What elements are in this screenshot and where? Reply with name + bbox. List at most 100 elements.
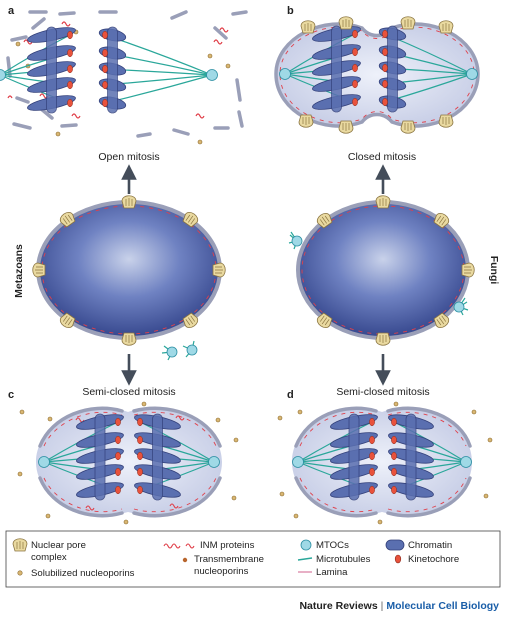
kinetochore bbox=[115, 467, 121, 477]
legend-mtoc-icon bbox=[300, 539, 312, 551]
kinetochore bbox=[115, 417, 121, 427]
soluble-nucleoporins-c bbox=[17, 401, 239, 525]
panel-d-caption: Semi-closed mitosis bbox=[336, 386, 429, 398]
metazoan-free-mtocs bbox=[161, 340, 198, 361]
kinetochore bbox=[391, 451, 397, 461]
kinetochore bbox=[67, 30, 73, 40]
metazoans-label: Metazoans bbox=[13, 244, 25, 298]
legend-kinetochore-icon bbox=[394, 554, 402, 564]
nuclear-pore-complex-icon bbox=[433, 212, 450, 229]
chromatin-arm bbox=[107, 26, 118, 114]
semi-closed-spindle-c bbox=[38, 413, 220, 501]
kinetochore bbox=[391, 485, 397, 495]
panel-c-letter: c bbox=[8, 389, 14, 401]
closed-mitosis-illustration bbox=[274, 16, 480, 134]
nuclear-pore-complex-icon bbox=[182, 312, 199, 329]
semi-closed-mitosis-fungal bbox=[277, 401, 493, 525]
nuclear-pore-complex-icon bbox=[12, 538, 28, 552]
nuclear-pore-complex-icon bbox=[316, 212, 333, 229]
kinetochore bbox=[137, 451, 143, 461]
free-soluble-nucleoporins bbox=[15, 29, 231, 145]
legend-lamina: Lamina bbox=[316, 567, 348, 578]
legend: Nuclear pore complex Solubilized nucleop… bbox=[5, 530, 501, 588]
kinetochore bbox=[67, 48, 73, 58]
kinetochore bbox=[352, 97, 358, 107]
kinetochore bbox=[115, 485, 121, 495]
legend-microtubules: Microtubules bbox=[316, 554, 371, 565]
legend-chromatin-icon bbox=[385, 539, 405, 551]
legend-frame bbox=[5, 530, 501, 588]
panel-a-letter: a bbox=[8, 5, 15, 17]
nuclear-pore-complex-icon bbox=[212, 262, 226, 278]
panel-a-caption: Open mitosis bbox=[98, 151, 159, 163]
kinetochore bbox=[102, 80, 108, 90]
nuclear-pore-complex-icon bbox=[300, 20, 316, 34]
kinetochore bbox=[369, 485, 375, 495]
nuclear-pore-complex-icon bbox=[316, 312, 333, 329]
chromatin-arm bbox=[387, 25, 398, 113]
kinetochore bbox=[391, 467, 397, 477]
panel-c-caption: Semi-closed mitosis bbox=[82, 386, 175, 398]
panel-b-letter: b bbox=[287, 5, 294, 17]
kinetochore bbox=[67, 64, 73, 74]
nuclear-pore-complex-icon bbox=[59, 211, 76, 228]
legend-inm: INM proteins bbox=[200, 540, 255, 551]
metazoan-npcs bbox=[32, 195, 226, 346]
chromatin-arm bbox=[152, 413, 163, 501]
fungal-npcs bbox=[316, 195, 475, 346]
kinetochore bbox=[102, 30, 108, 40]
open-mitosis-spindle bbox=[0, 26, 218, 114]
semi-closed-spindle-d bbox=[292, 413, 472, 501]
kinetochore bbox=[102, 64, 108, 74]
kinetochore bbox=[115, 435, 121, 445]
legend-mtoc: MTOCs bbox=[316, 540, 349, 551]
kinetochore bbox=[102, 98, 108, 108]
mtoc bbox=[0, 69, 6, 81]
nuclear-pore-complex-icon bbox=[438, 20, 454, 34]
kinetochore bbox=[352, 63, 358, 73]
kinetochore bbox=[352, 29, 358, 39]
nuclear-pore-complex-icon bbox=[298, 114, 314, 128]
credit-publisher: Nature Reviews bbox=[299, 600, 378, 612]
kinetochore bbox=[102, 48, 108, 58]
legend-npc-line2: complex bbox=[31, 552, 67, 563]
credit-separator: | bbox=[380, 600, 384, 612]
panel-b-caption: Closed mitosis bbox=[348, 151, 416, 163]
nuclear-pore-complex-icon bbox=[375, 332, 391, 346]
fungi-label: Fungi bbox=[488, 256, 500, 285]
nuclear-pore-complex-icon bbox=[461, 262, 475, 278]
nuclear-pore-complex-icon bbox=[338, 16, 354, 30]
kinetochore bbox=[382, 79, 388, 89]
chromatin-arm bbox=[331, 25, 342, 113]
fungal-interphase-nucleus bbox=[296, 195, 475, 346]
nuclear-pore-complex-icon bbox=[59, 312, 76, 329]
free-membrane-fragments bbox=[6, 10, 248, 138]
chromatin-arm bbox=[348, 413, 360, 501]
fungal-embedded-mtocs bbox=[288, 231, 469, 316]
legend-npc-icon bbox=[12, 538, 28, 552]
mtoc bbox=[38, 456, 50, 468]
fragmented-envelope bbox=[38, 406, 222, 518]
kinetochore bbox=[352, 47, 358, 57]
mtoc bbox=[208, 456, 220, 468]
kinetochore bbox=[352, 79, 358, 89]
kinetochore bbox=[369, 467, 375, 477]
kinetochore bbox=[369, 417, 375, 427]
nuclear-pore-complex-icon bbox=[32, 262, 46, 278]
free-inm-proteins bbox=[7, 21, 229, 119]
mtoc bbox=[460, 456, 472, 468]
figure-credit: Nature Reviews|Molecular Cell Biology bbox=[299, 600, 499, 612]
chromatin-arm bbox=[46, 26, 57, 114]
nuclear-pore-complex-icon bbox=[121, 332, 137, 346]
legend-soluble-icon bbox=[17, 570, 23, 576]
mtoc bbox=[466, 68, 478, 80]
kinetochore bbox=[369, 451, 375, 461]
legend-transmembrane-line1: Transmembrane bbox=[194, 554, 264, 565]
legend-inm-icon bbox=[163, 543, 195, 549]
kinetochore bbox=[382, 29, 388, 39]
closed-mitosis-npcs bbox=[298, 16, 454, 134]
open-mitosis-illustration bbox=[0, 10, 248, 145]
nuclear-pore-complex-icon bbox=[438, 114, 454, 128]
legend-transmembrane-icon bbox=[182, 557, 188, 563]
